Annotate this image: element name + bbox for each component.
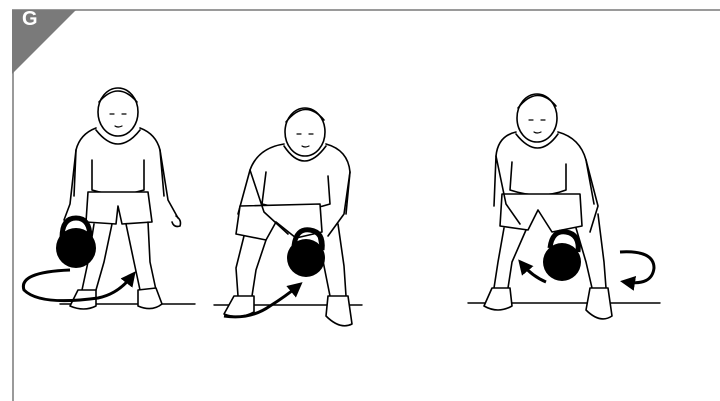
- shoulders: [74, 128, 164, 196]
- curved-arrow-icon: [620, 252, 654, 283]
- left-shoe: [484, 288, 512, 310]
- panel-1: [60, 88, 195, 309]
- kettlebell-icon: [56, 218, 96, 268]
- left-leg: [494, 228, 504, 288]
- shorts: [86, 192, 152, 224]
- head: [98, 88, 138, 136]
- left-leg: [236, 236, 244, 296]
- shoulders: [238, 144, 350, 214]
- kettlebell-icon: [543, 232, 581, 281]
- panel-3: [468, 94, 660, 319]
- shorts: [236, 204, 322, 240]
- right-shoe: [586, 288, 612, 319]
- curved-arrow-icon: [522, 264, 546, 282]
- figure-label: G: [22, 9, 38, 29]
- kettlebell-icon: [287, 230, 325, 277]
- right-shoe: [138, 288, 162, 309]
- right-shoe: [326, 296, 352, 326]
- left-shoe: [224, 296, 254, 317]
